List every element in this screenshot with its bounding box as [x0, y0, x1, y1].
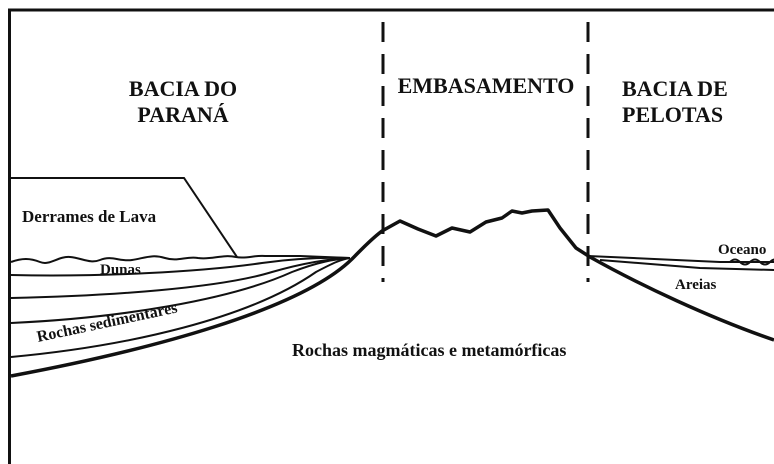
sediment-layer-3	[10, 257, 351, 324]
lava-base-line	[10, 254, 351, 264]
label-embasamento: EMBASAMENTO	[398, 73, 575, 98]
label-bacia-parana-2: PARANÁ	[137, 102, 228, 127]
basement-profile	[10, 208, 774, 378]
outer-border	[8, 8, 774, 464]
ocean-waves	[729, 258, 774, 266]
label-bacia-parana-1: BACIA DO	[129, 76, 237, 101]
lava-plateau-outline	[11, 177, 238, 258]
label-magmaticas: Rochas magmáticas e metamórficas	[292, 340, 566, 360]
label-derrames: Derrames de Lava	[22, 207, 157, 226]
label-areias: Areias	[675, 277, 717, 293]
sediment-layer-1	[10, 256, 351, 277]
label-dunas: Dunas	[100, 262, 141, 278]
label-sedimentares: Rochas sedimentares	[35, 300, 179, 346]
sediment-layer-4	[10, 257, 351, 358]
pelotas-surface	[587, 255, 774, 263]
sediment-layer-2	[10, 257, 351, 299]
label-bacia-pelotas-2: PELOTAS	[622, 102, 723, 127]
label-oceano: Oceano	[718, 242, 766, 258]
label-bacia-pelotas-1: BACIA DE	[622, 76, 728, 101]
pelotas-layer	[599, 259, 774, 271]
